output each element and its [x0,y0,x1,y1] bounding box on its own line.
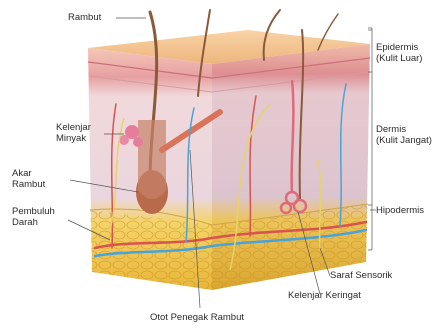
label-rambut: Rambut [68,12,101,23]
label-epidermis: Epidermis (Kulit Luar) [376,42,422,64]
label-pembuluh-darah: Pembuluh Darah [12,206,55,228]
label-dermis: Dermis (Kulit Jangat) [376,124,432,146]
label-otot-penegak-rambut: Otot Penegak Rambut [150,312,244,323]
label-hipodermis: Hipodermis [376,205,424,216]
label-akar-rambut: Akar Rambut [12,168,45,190]
label-kelenjar-keringat: Kelenjar Keringat [288,290,361,301]
label-saraf-sensorik: Saraf Sensorik [330,270,392,281]
label-kelenjar-minyak: Kelenjar Minyak [56,122,91,144]
